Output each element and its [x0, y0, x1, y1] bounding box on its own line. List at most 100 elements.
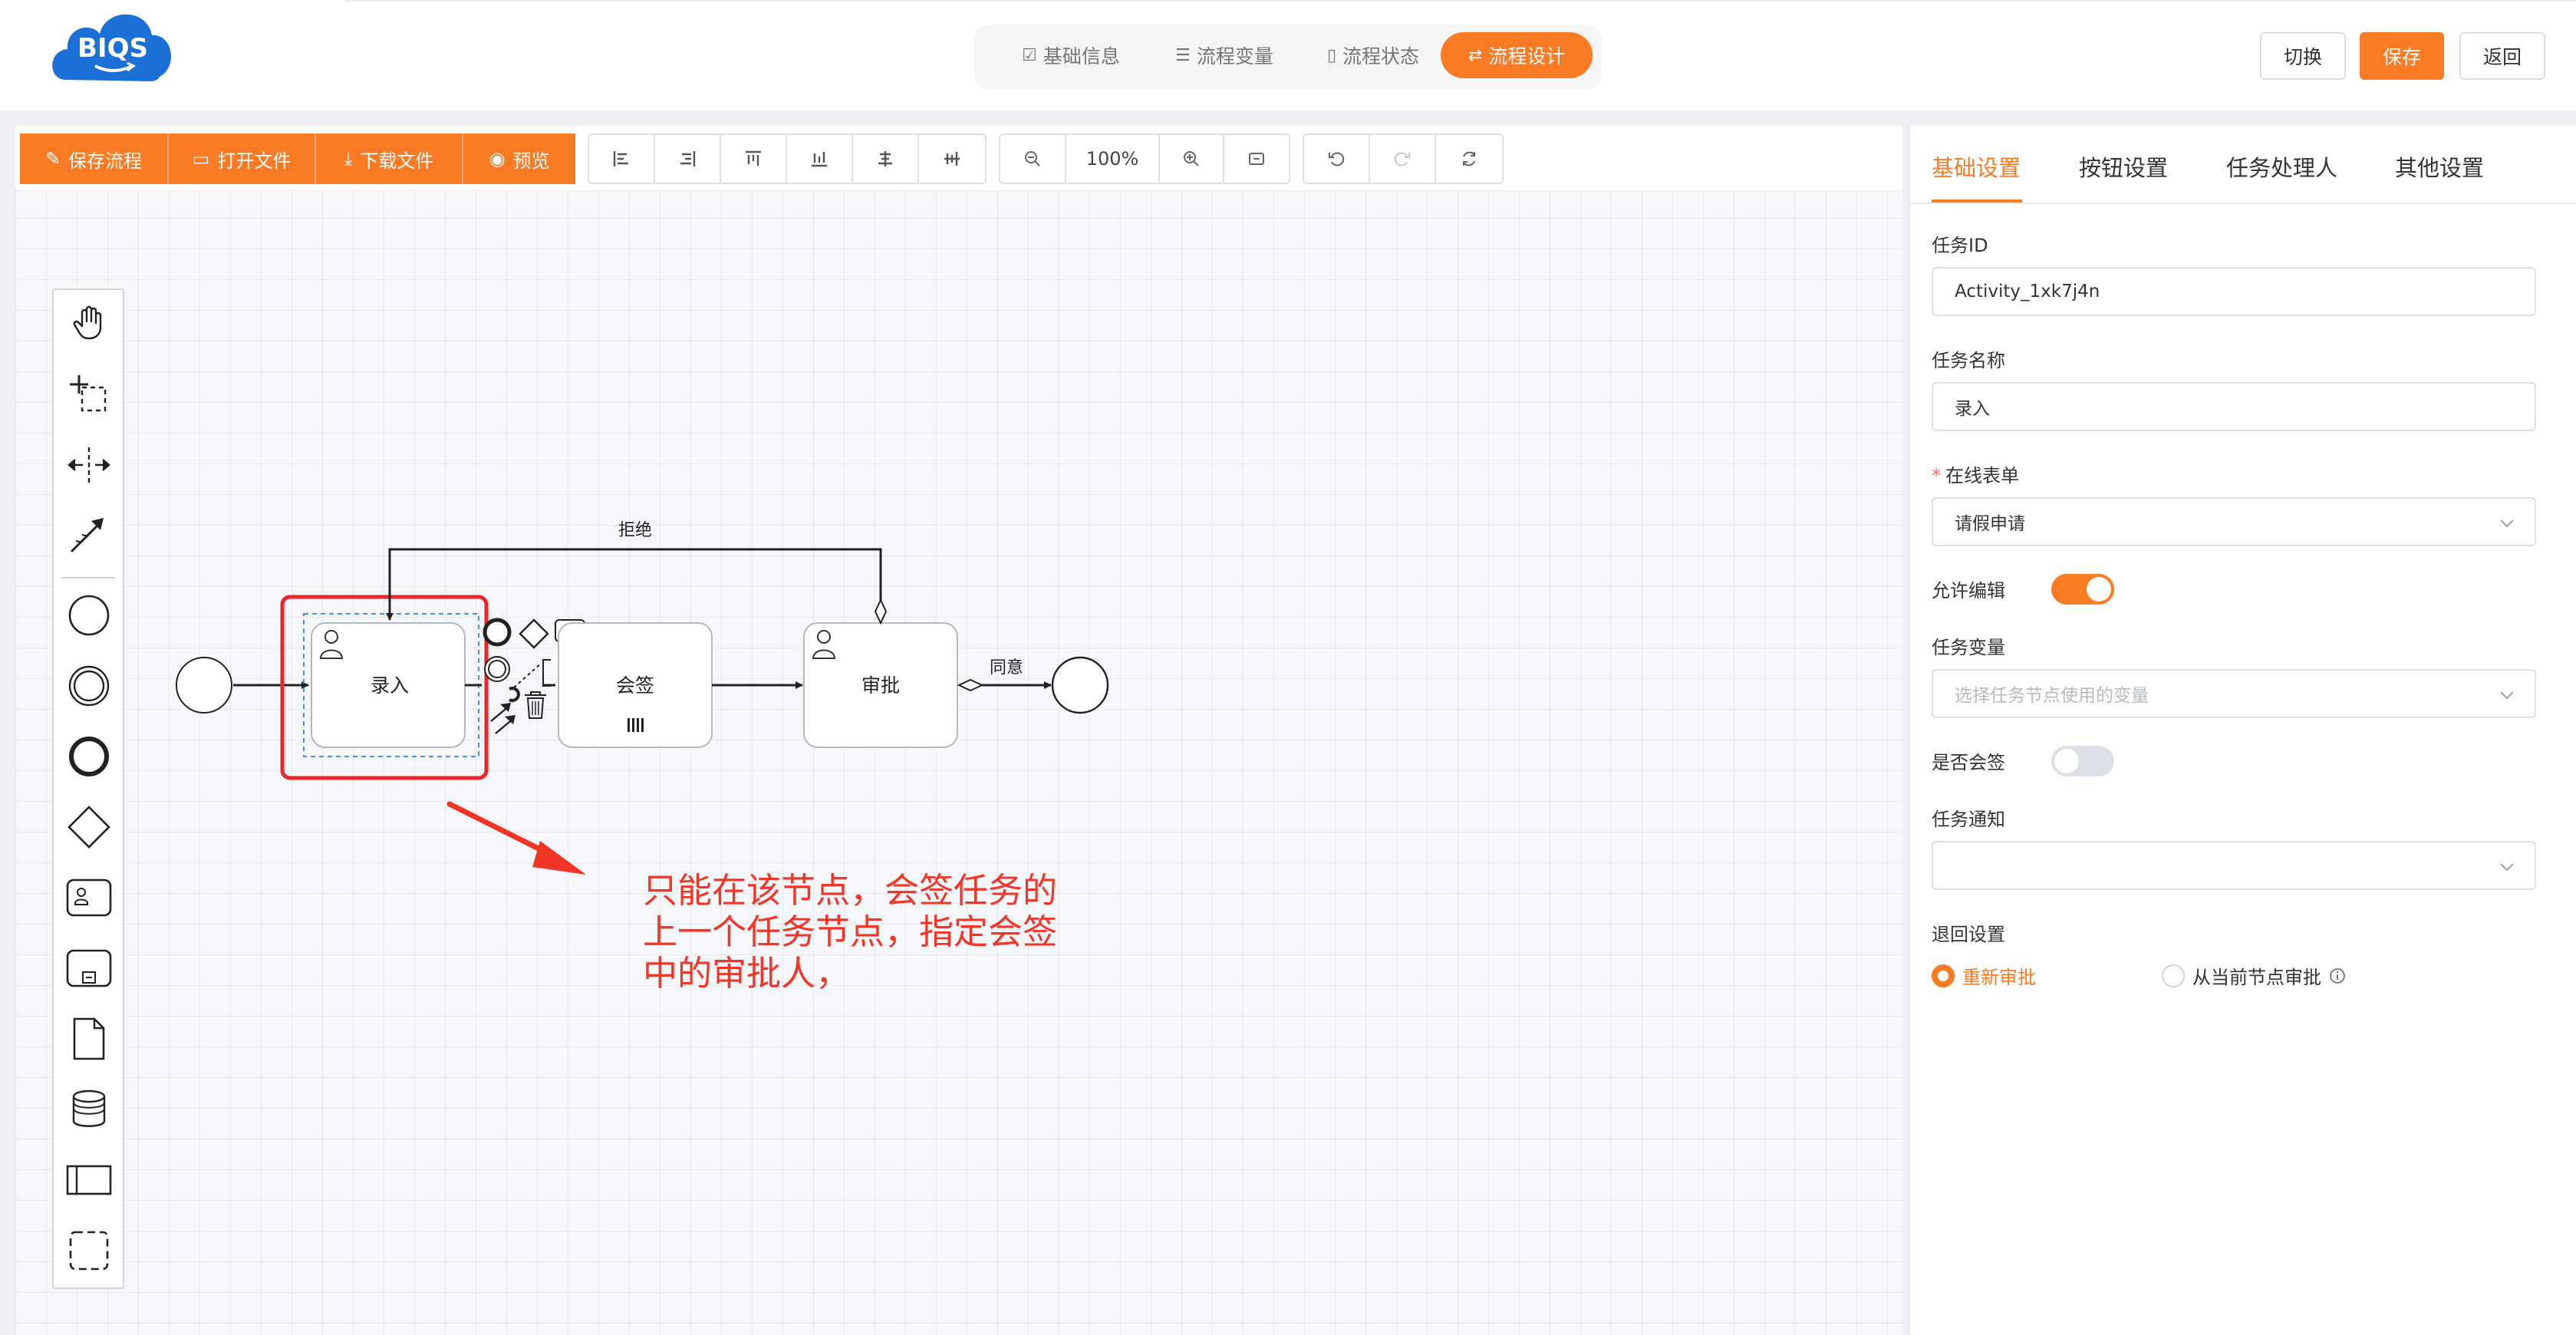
folder-icon: ▭	[192, 148, 210, 170]
toggle-knob	[2054, 749, 2079, 773]
switch-button[interactable]: 切换	[2260, 32, 2346, 80]
subprocess-icon[interactable]	[66, 945, 112, 991]
online-form-select[interactable]: 请假申请	[1932, 497, 2536, 546]
radio-label: 从当前节点审批	[2192, 967, 2321, 988]
annotation-line: 只能在该节点，会签任务的	[643, 870, 1058, 911]
radio-label: 重新审批	[1962, 967, 2036, 988]
canvas-border	[1902, 126, 1909, 1335]
open-file-button[interactable]: ▭ 打开文件	[169, 134, 316, 184]
flow-icon: ⇄	[1468, 45, 1483, 65]
align-center-icon[interactable]	[853, 135, 919, 183]
chevron-down-icon	[2500, 863, 2514, 872]
start-event-icon[interactable]	[66, 592, 112, 638]
zoom-out-icon[interactable]	[1000, 135, 1066, 183]
pool-icon[interactable]	[66, 1157, 112, 1203]
align-right-icon[interactable]	[655, 135, 721, 183]
user-icon	[319, 630, 344, 659]
zoom-level: 100%	[1066, 135, 1160, 183]
reset-icon[interactable]	[1436, 135, 1502, 183]
return-option-reapprove[interactable]: 重新审批	[1932, 962, 2036, 989]
flow-label: 同意	[990, 658, 1023, 677]
preview-button[interactable]: ◉ 预览	[463, 134, 575, 184]
allow-edit-toggle[interactable]	[2051, 574, 2114, 605]
task-label: 审批	[861, 674, 900, 697]
align-top-icon[interactable]	[721, 135, 787, 183]
connect-tool-icon[interactable]	[66, 511, 112, 557]
info-icon[interactable]	[2329, 967, 2346, 984]
panel-tab-buttons[interactable]: 按钮设置	[2079, 155, 2169, 181]
eye-icon: ◉	[489, 148, 506, 170]
save-button[interactable]: 保存	[2360, 32, 2444, 80]
user-task-icon[interactable]	[66, 875, 112, 921]
label-text: 在线表单	[1945, 465, 2019, 486]
agree-flow[interactable]: 同意	[957, 658, 1052, 692]
task-notify-label: 任务通知	[1932, 809, 2005, 830]
task-notify-select[interactable]	[1932, 841, 2536, 890]
panel-tab-basic[interactable]: 基础设置	[1932, 155, 2021, 181]
header-divider	[0, 110, 2576, 126]
task-id-input[interactable]: Activity_1xk7j4n	[1932, 267, 2536, 316]
task-approve[interactable]: 审批	[803, 622, 958, 748]
countersign-toggle[interactable]	[2051, 746, 2114, 776]
save-process-button[interactable]: ✎ 保存流程	[20, 134, 169, 184]
task-label: 会签	[616, 674, 654, 697]
task-variable-select[interactable]: 选择任务节点使用的变量	[1932, 669, 2536, 718]
space-tool-icon[interactable]	[66, 442, 112, 488]
button-label: 下载文件	[360, 150, 434, 172]
download-file-button[interactable]: ⤓ 下载文件	[316, 134, 463, 184]
chevron-down-icon	[2500, 691, 2514, 700]
tab-label: 流程设计	[1488, 45, 1566, 68]
fit-view-icon[interactable]	[1224, 135, 1289, 183]
tab-process-design[interactable]: ⇄ 流程设计	[1441, 32, 1593, 78]
return-option-current-node[interactable]: 从当前节点审批	[2162, 962, 2346, 989]
gateway-icon[interactable]	[66, 804, 112, 850]
logo-text: BIQS	[77, 33, 148, 64]
zoom-tools: 100%	[999, 134, 1290, 184]
tab-process-variables[interactable]: ☰ 流程变量	[1149, 32, 1300, 78]
align-tools	[588, 134, 987, 184]
annotation-note: 只能在该节点，会签任务的 上一个任务节点，指定会签 中的审批人，	[643, 870, 1118, 994]
annotation-line: 中的审批人，	[643, 953, 851, 994]
end-event[interactable]	[1051, 656, 1109, 714]
panel-tab-line	[1910, 203, 2576, 204]
align-middle-icon[interactable]	[919, 135, 985, 183]
tab-basic-info[interactable]: ☑ 基础信息	[996, 32, 1146, 78]
intermediate-event-icon[interactable]	[66, 663, 112, 709]
download-icon: ⤓	[344, 148, 353, 170]
align-bottom-icon[interactable]	[787, 135, 853, 183]
form-icon: ☑	[1022, 45, 1037, 65]
button-label: 保存流程	[68, 150, 143, 172]
tab-process-status[interactable]: ▯ 流程状态	[1303, 32, 1444, 78]
panel-tab-other[interactable]: 其他设置	[2395, 155, 2485, 181]
biqs-logo: BIQS	[51, 0, 175, 95]
redo-icon[interactable]	[1370, 135, 1436, 183]
back-button[interactable]: 返回	[2459, 32, 2545, 80]
task-name-input[interactable]: 录入	[1932, 382, 2536, 431]
radio-checked	[1932, 964, 1955, 987]
sliders-icon: ☰	[1175, 45, 1191, 65]
task-entry[interactable]: 录入	[311, 622, 466, 748]
undo-icon[interactable]	[1304, 135, 1370, 183]
end-event-icon[interactable]	[66, 733, 112, 780]
task-countersign[interactable]: 会签	[558, 622, 713, 748]
bpmn-canvas[interactable]	[15, 126, 1902, 1335]
tab-label: 流程状态	[1342, 45, 1420, 68]
zoom-in-icon[interactable]	[1160, 135, 1224, 183]
online-form-label: *在线表单	[1932, 460, 2019, 487]
panel-tab-assignee[interactable]: 任务处理人	[2226, 155, 2338, 181]
align-left-icon[interactable]	[589, 135, 655, 183]
hand-tool-icon[interactable]	[66, 299, 112, 345]
return-setting-label: 退回设置	[1932, 924, 2005, 945]
active-tab-indicator	[1932, 199, 2022, 203]
palette-separator	[61, 577, 115, 578]
task-label: 录入	[371, 674, 409, 697]
countersign-label: 是否会签	[1932, 752, 2005, 773]
button-label: 预览	[512, 150, 550, 172]
data-store-icon[interactable]	[66, 1086, 112, 1132]
task-variable-label: 任务变量	[1932, 637, 2005, 658]
lasso-tool-icon[interactable]	[66, 371, 112, 417]
data-object-icon[interactable]	[66, 1016, 112, 1062]
group-icon[interactable]	[66, 1228, 112, 1274]
start-event[interactable]	[176, 657, 232, 714]
reject-flow[interactable]: 拒绝	[386, 521, 888, 625]
